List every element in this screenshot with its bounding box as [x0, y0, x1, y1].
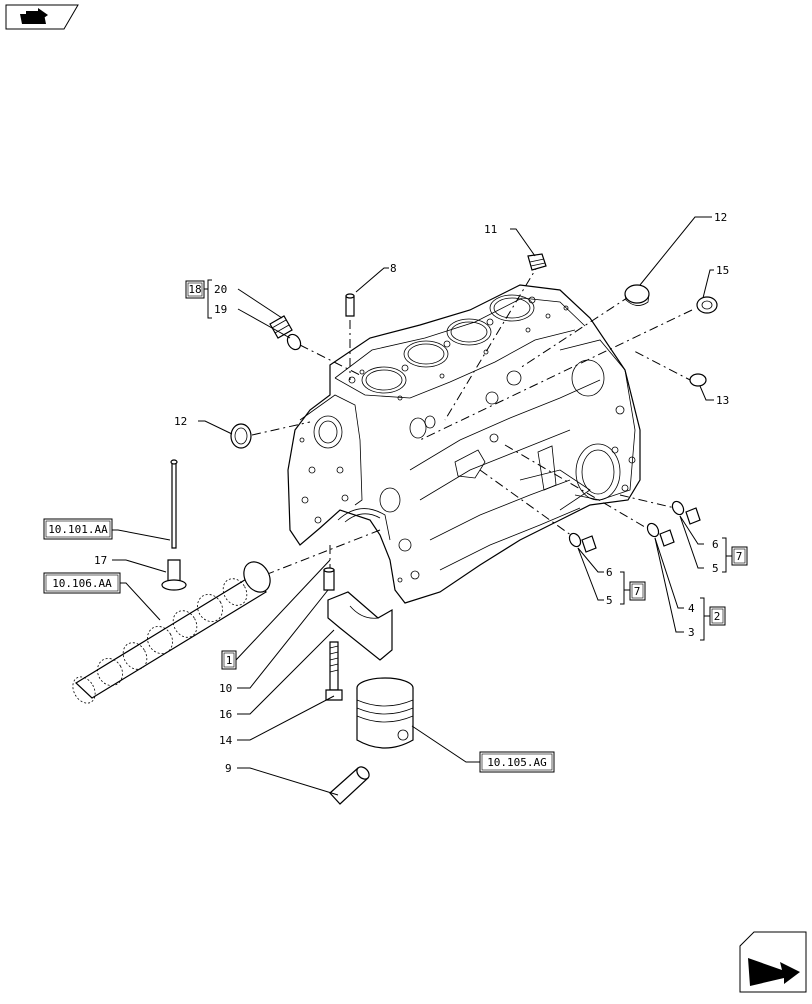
ref-box-10-101-aa[interactable]: 10.101.AA: [43, 518, 113, 540]
group-2-label: 2: [714, 610, 721, 623]
engine-block: [287, 284, 641, 604]
group-box-7-left[interactable]: 7: [629, 581, 646, 601]
callout-6-right: 6: [712, 538, 719, 551]
group-1-label: 1: [226, 654, 233, 667]
callout-12-top: 12: [714, 211, 727, 224]
cup-plug-12-left: [230, 423, 252, 449]
callout-20: 20: [214, 283, 227, 296]
cup-plug-12-top: [624, 284, 650, 306]
callout-15: 15: [716, 264, 729, 277]
main-bearing-cap: [327, 591, 393, 661]
ref-box-10-105-ag[interactable]: 10.105.AG: [479, 751, 555, 773]
callout-numbers: 11 12 15 8 20 19 13 12 17 6 5 6 5 4 3 10…: [94, 211, 729, 775]
group-box-7-right[interactable]: 7: [731, 546, 748, 566]
bracket-7-left: [620, 571, 630, 605]
seal-ring-6-5-left: [568, 532, 597, 553]
next-page-arrow-icon[interactable]: [739, 931, 807, 993]
callout-5-left: 5: [606, 594, 613, 607]
camshaft: [72, 561, 271, 704]
group-7-right-label: 7: [736, 550, 743, 563]
callout-10: 10: [219, 682, 232, 695]
book-arrow-icon[interactable]: [5, 4, 79, 30]
callout-6-left: 6: [606, 566, 613, 579]
tappet-17: [161, 559, 187, 591]
callout-4: 4: [688, 602, 695, 615]
group-7-left-label: 7: [634, 585, 641, 598]
callout-14: 14: [219, 734, 233, 747]
callout-3: 3: [688, 626, 695, 639]
pin-8: [345, 293, 355, 317]
seal-ring-6-5-right: [671, 500, 701, 525]
leader-lines: [112, 216, 714, 796]
piston-pin-9: [329, 766, 370, 805]
bolt-14: [325, 641, 343, 701]
ref-10-105-ag-label: 10.105.AG: [487, 756, 547, 769]
bracket-2: [700, 597, 710, 641]
plug-11: [527, 253, 547, 271]
bracket-18: [204, 279, 212, 319]
group-box-18[interactable]: 18: [185, 280, 205, 299]
callout-8: 8: [390, 262, 397, 275]
explosion-lines: [251, 261, 695, 576]
callout-19: 19: [214, 303, 227, 316]
plug-19-20: [269, 315, 302, 351]
callout-11: 11: [484, 223, 497, 236]
group-box-2[interactable]: 2: [709, 606, 726, 626]
callout-17: 17: [94, 554, 107, 567]
plug-15: [696, 296, 718, 314]
piston: [356, 677, 414, 749]
callout-16: 16: [219, 708, 232, 721]
callout-13: 13: [716, 394, 729, 407]
callout-9: 9: [225, 762, 232, 775]
callout-5-right: 5: [712, 562, 719, 575]
dowel-10: [323, 567, 335, 591]
ring-13: [689, 373, 707, 387]
ref-10-106-aa-label: 10.106.AA: [52, 577, 112, 590]
bracket-7-right: [722, 537, 732, 573]
callout-12-left: 12: [174, 415, 187, 428]
seal-ring-4-3: [646, 522, 675, 547]
group-18-label: 18: [188, 283, 201, 296]
ref-10-101-aa-label: 10.101.AA: [48, 523, 108, 536]
ref-box-10-106-aa[interactable]: 10.106.AA: [43, 572, 121, 594]
group-box-1[interactable]: 1: [221, 650, 237, 670]
pushrod: [170, 459, 178, 549]
